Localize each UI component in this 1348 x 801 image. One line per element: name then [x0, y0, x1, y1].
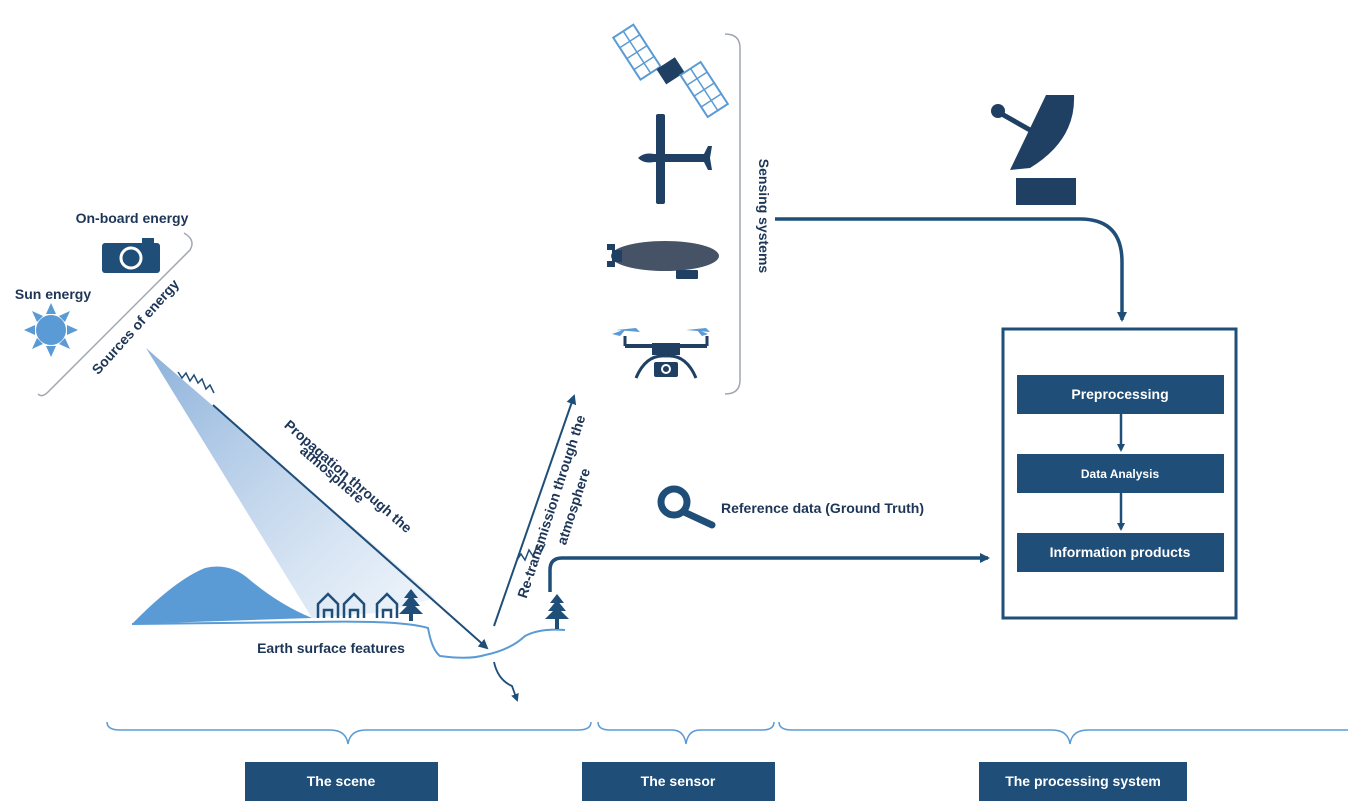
sources-bracket [37, 232, 193, 397]
sensor-bracket [597, 721, 775, 745]
onboard-energy-label: On-board energy [76, 210, 189, 226]
drone-icon [612, 328, 710, 379]
processing-stage-label: The processing system [1005, 773, 1161, 789]
transmitted-arrow [493, 661, 519, 702]
data-analysis-box [1017, 454, 1224, 493]
sensor-stage-label: The sensor [641, 773, 716, 789]
sources-of-energy-label: Sources of energy [88, 276, 182, 378]
incoming-radiation-arrow [212, 404, 489, 650]
satellite-dish-icon [991, 95, 1076, 205]
preprocessing-label: Preprocessing [1071, 386, 1168, 402]
camera-icon [102, 238, 160, 273]
sensing-systems-bracket [724, 33, 741, 395]
mountain [132, 566, 312, 624]
information-products-box [1017, 533, 1224, 572]
processing-stage-box [979, 762, 1187, 801]
reference-data-label: Reference data (Ground Truth) [721, 500, 924, 516]
sun-energy-label: Sun energy [15, 286, 91, 302]
preprocessing-box [1017, 375, 1224, 414]
scene-stage-label: The scene [307, 773, 376, 789]
sensing-connector [775, 217, 1127, 322]
ground-line [131, 620, 566, 659]
retransmission-arrow [493, 394, 577, 627]
magnifier-icon [657, 485, 716, 529]
house-icon [316, 592, 399, 618]
tree-icon [399, 589, 423, 621]
tree-icon [545, 594, 569, 629]
sun-icon [24, 303, 78, 357]
incoming-radiation-wave [177, 371, 215, 394]
sensing-systems-label: Sensing systems [756, 159, 772, 274]
earth-surface-label: Earth surface features [257, 640, 405, 656]
satellite-icon [611, 23, 730, 119]
processing-bracket [778, 721, 1348, 745]
retransmission-wave [516, 543, 546, 562]
airplane-icon [638, 114, 712, 204]
ground-truth-connector [548, 553, 990, 592]
scene-stage-box [245, 762, 438, 801]
data-analysis-label: Data Analysis [1081, 467, 1160, 481]
light-beam [146, 348, 435, 618]
sensor-stage-box [582, 762, 775, 801]
information-products-label: Information products [1050, 544, 1191, 560]
airship-icon [607, 241, 719, 279]
scene-bracket [106, 721, 592, 745]
